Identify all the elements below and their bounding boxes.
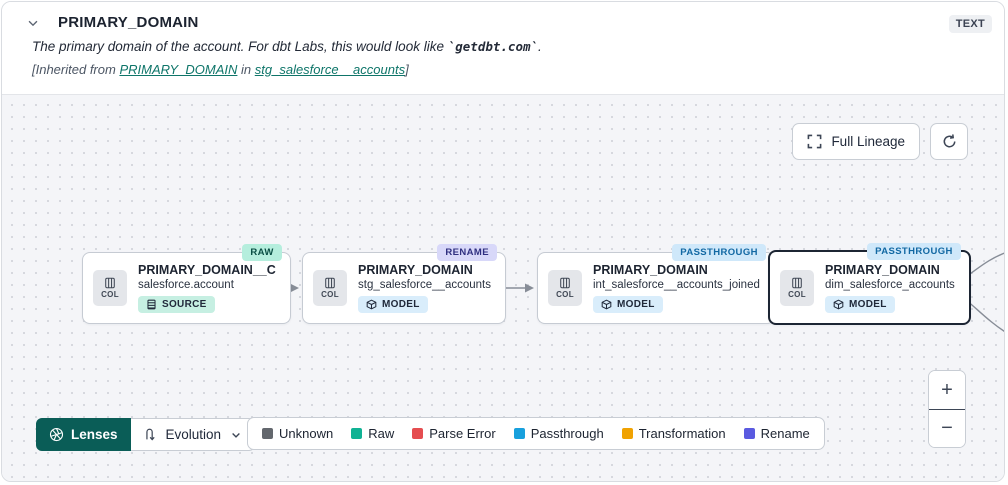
cube-icon [601, 299, 612, 310]
lenses-button[interactable]: Lenses [36, 418, 131, 451]
legend-item-passthrough: Passthrough [513, 426, 604, 441]
node-subtitle: int_salesforce__accounts_joined [593, 279, 760, 291]
legend-swatch [351, 428, 363, 439]
column-icon-box: COL [313, 270, 347, 306]
column-description: The primary domain of the account. For d… [32, 39, 542, 54]
inherited-column-link[interactable]: PRIMARY_DOMAIN [119, 62, 238, 77]
column-header: PRIMARY_DOMAIN TEXT The primary domain o… [2, 2, 1004, 89]
node-title: PRIMARY_DOMAIN [358, 263, 473, 277]
inherited-from-note: [Inherited from PRIMARY_DOMAIN in stg_sa… [32, 62, 409, 77]
evolution-icon [145, 428, 155, 441]
columns-icon [560, 277, 570, 289]
node-title: PRIMARY_DOMAIN [825, 262, 940, 277]
chevron-down-icon [232, 432, 240, 438]
zoom-out-button[interactable]: − [929, 409, 965, 447]
cube-icon [366, 299, 377, 310]
legend-item-parse-error: Parse Error [412, 426, 496, 441]
node-subtitle: dim_salesforce_accounts [825, 278, 955, 291]
selected-lens-label: Evolution [165, 427, 222, 442]
database-icon [147, 299, 156, 310]
evolution-legend: Unknown Raw Parse Error Passthrough Tran… [247, 417, 825, 450]
columns-icon [105, 277, 115, 289]
resource-type-badge: MODEL [825, 295, 895, 313]
column-icon-box: COL [780, 269, 814, 306]
lenses-bar: Lenses Evolution [36, 418, 256, 451]
evolution-badge: PASSTHROUGH [867, 243, 961, 260]
columns-icon [792, 277, 802, 288]
lineage-node-staging[interactable]: RENAME COL PRIMARY_DOMAIN stg_salesforce… [302, 244, 506, 324]
refresh-button[interactable] [930, 123, 968, 160]
aperture-icon [49, 427, 64, 442]
column-type-badge: TEXT [948, 15, 992, 33]
chevron-down-icon[interactable] [26, 16, 40, 30]
legend-item-transformation: Transformation [621, 426, 726, 441]
lineage-node-dim-selected[interactable]: PASSTHROUGH COL PRIMARY_DOMAIN dim_sales… [768, 243, 971, 325]
node-title: PRIMARY_DOMAIN [593, 263, 708, 277]
legend-item-raw: Raw [351, 426, 394, 441]
legend-item-rename: Rename [743, 426, 810, 441]
evolution-badge: PASSTHROUGH [672, 244, 766, 261]
cube-icon [833, 299, 844, 309]
node-subtitle: salesforce.account [138, 279, 234, 291]
refresh-icon [943, 134, 955, 148]
zoom-controls: + − [928, 370, 966, 448]
legend-swatch [743, 428, 755, 439]
resource-type-badge: SOURCE [138, 296, 215, 313]
full-lineage-label: Full Lineage [831, 134, 905, 149]
legend-item-unknown: Unknown [262, 426, 333, 441]
node-subtitle: stg_salesforce__accounts [358, 279, 491, 291]
inline-code: `getdbt.com` [447, 39, 539, 54]
legend-swatch [513, 428, 525, 439]
lenses-label: Lenses [71, 427, 118, 442]
expand-icon [808, 134, 822, 149]
full-lineage-button[interactable]: Full Lineage [792, 123, 920, 160]
legend-swatch [262, 428, 273, 439]
zoom-in-button[interactable]: + [929, 371, 965, 409]
column-icon-box: COL [93, 270, 127, 306]
resource-type-badge: MODEL [358, 296, 428, 313]
column-icon-box: COL [548, 270, 582, 306]
node-title: PRIMARY_DOMAIN__C [138, 263, 276, 277]
evolution-badge: RENAME [437, 244, 497, 261]
inherited-model-link[interactable]: stg_salesforce__accounts [254, 62, 406, 77]
legend-swatch [621, 428, 633, 439]
legend-swatch [412, 428, 424, 439]
evolution-badge: RAW [242, 244, 282, 261]
columns-icon [325, 277, 335, 289]
lineage-canvas[interactable]: Full Lineage RAW COL PRIMARY_DOMAIN__C s… [2, 94, 1004, 481]
lineage-node-source[interactable]: RAW COL PRIMARY_DOMAIN__C salesforce.acc… [82, 244, 291, 324]
resource-type-badge: MODEL [593, 296, 663, 313]
lineage-node-intermediate[interactable]: PASSTHROUGH COL PRIMARY_DOMAIN int_sales… [537, 244, 775, 324]
page-title: PRIMARY_DOMAIN [58, 14, 199, 31]
lens-select-dropdown[interactable]: Evolution [130, 418, 256, 451]
